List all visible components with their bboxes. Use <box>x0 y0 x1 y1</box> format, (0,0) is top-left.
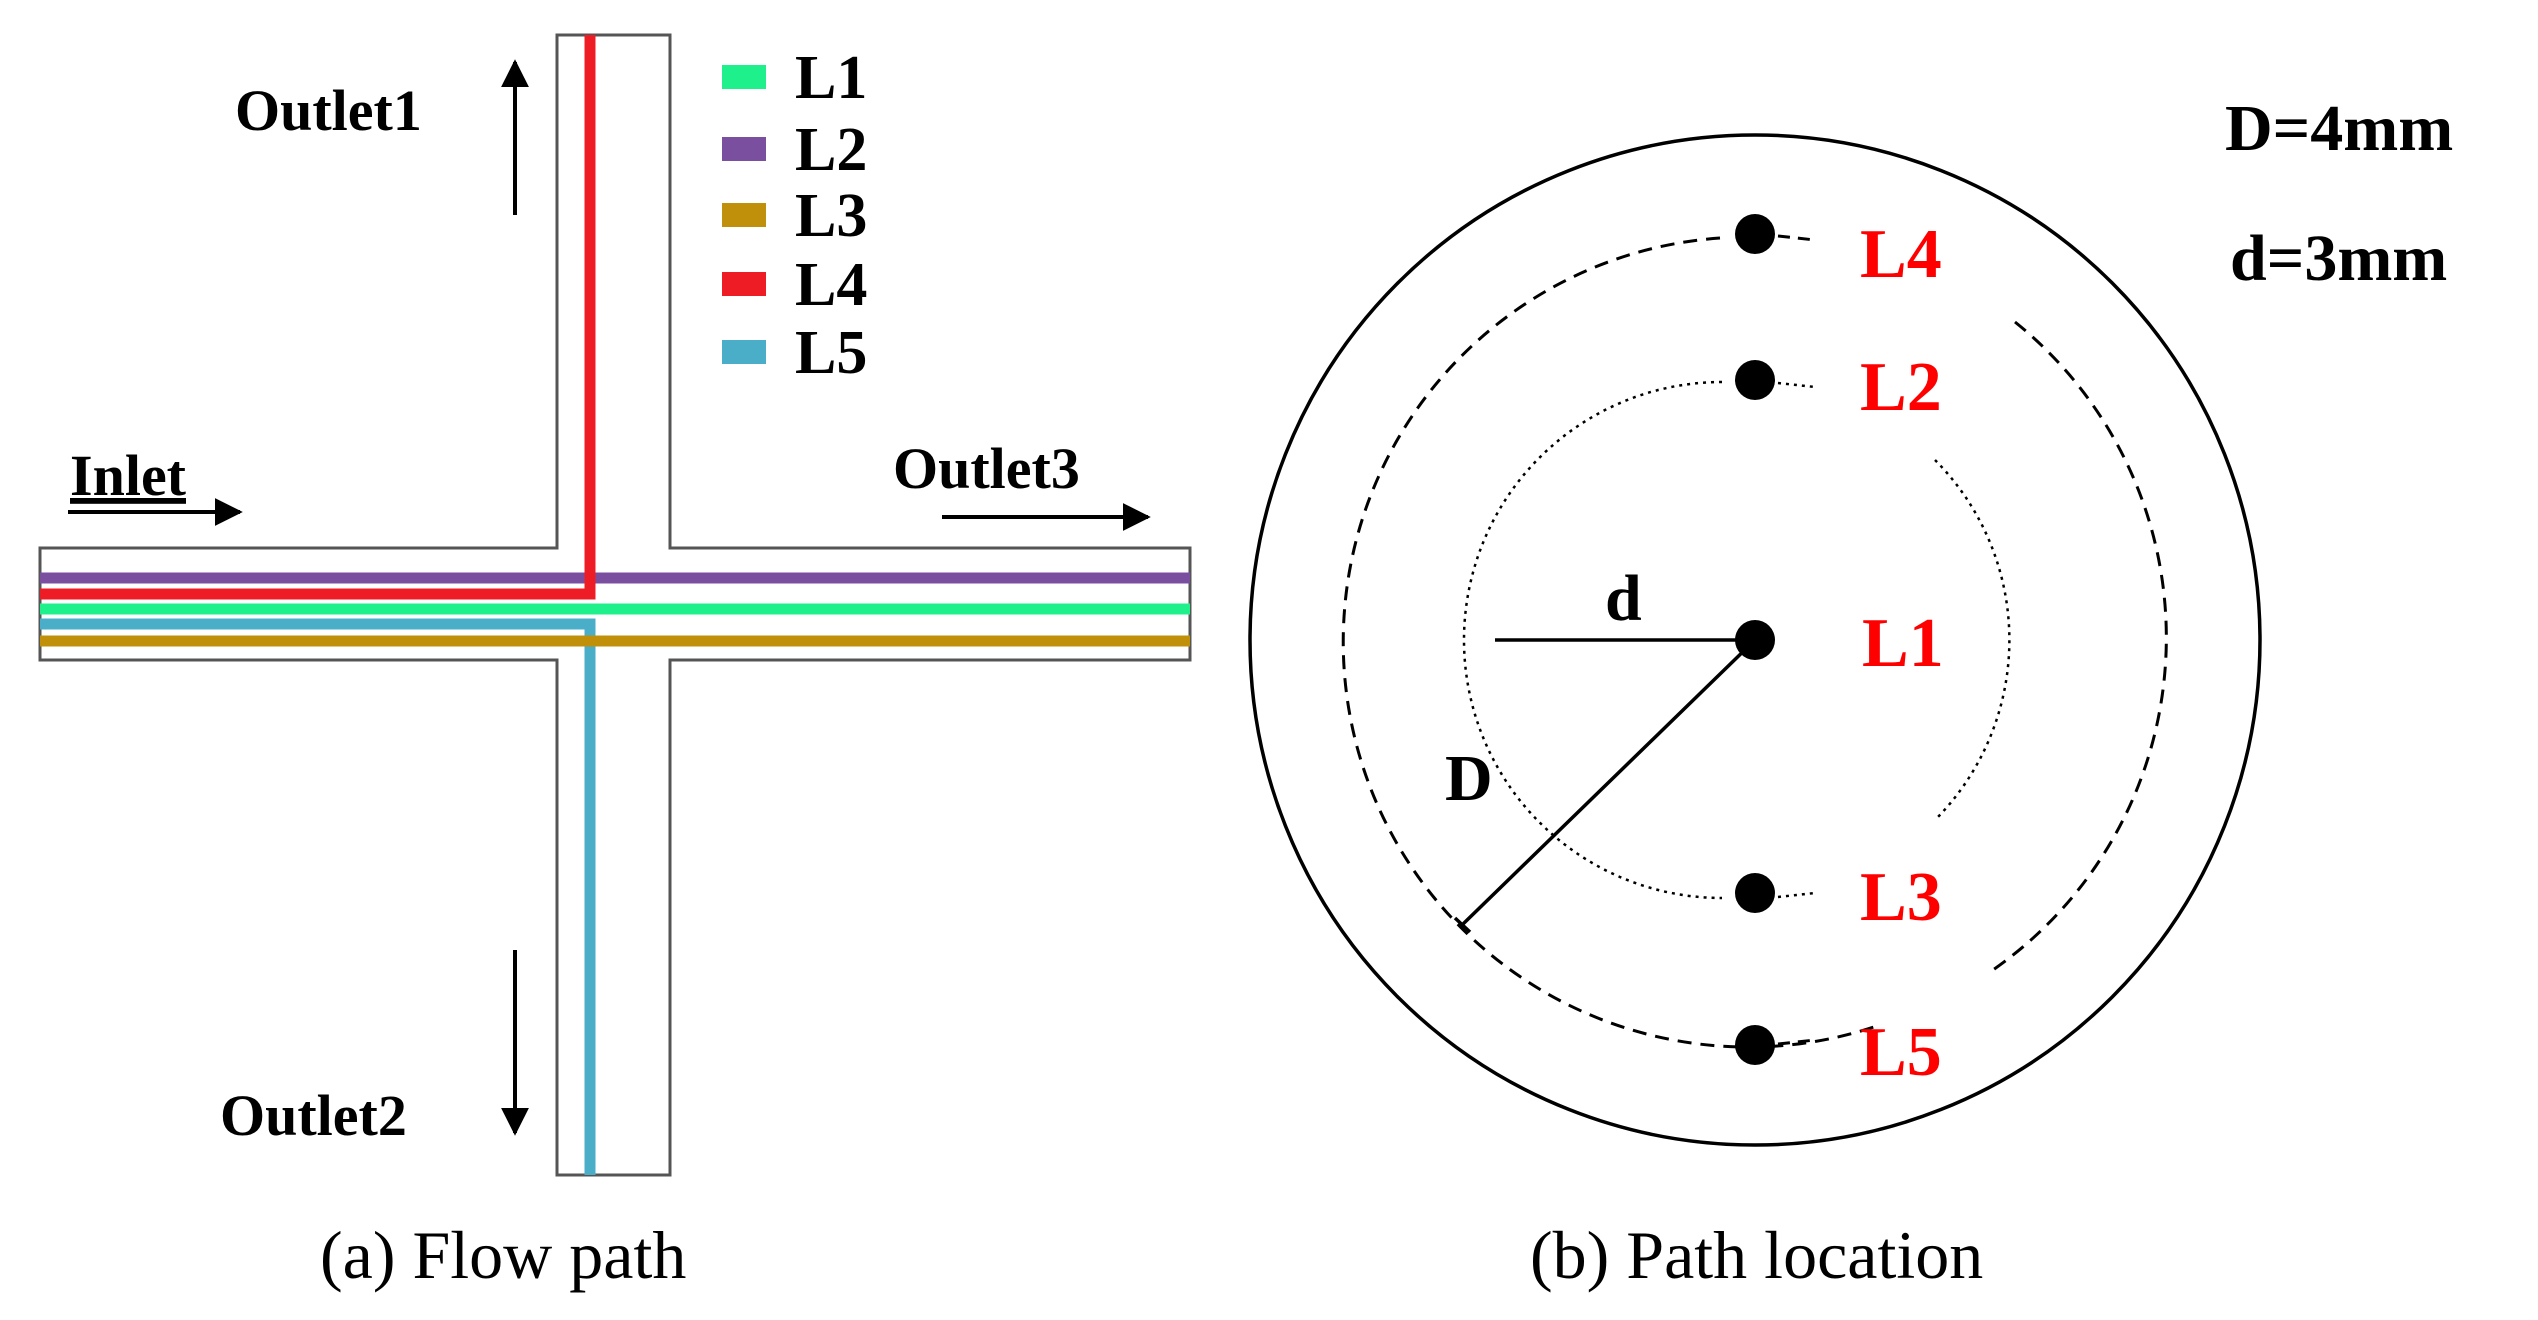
legend-swatch-l3 <box>722 203 766 227</box>
dimension-big-d: D=4mm <box>2225 92 2453 165</box>
outer-circle <box>1248 133 2262 1147</box>
point-l1 <box>1735 620 1775 660</box>
point-l2 <box>1735 360 1775 400</box>
legend-swatch-l4 <box>722 272 766 296</box>
d-big-radius-line <box>1460 638 1757 927</box>
point-l5 <box>1735 1025 1775 1065</box>
flow-line-l4 <box>40 35 596 600</box>
legend-label-l1: L1 <box>795 44 867 112</box>
point-l4 <box>1735 214 1775 254</box>
point-l3 <box>1735 873 1775 913</box>
point-label-l4: L4 <box>1860 216 1942 293</box>
caption-b: (b) Path location <box>1530 1217 1983 1293</box>
legend-label-l2: L2 <box>795 116 867 184</box>
legend-swatch-l2 <box>722 137 766 161</box>
outlet2-label: Outlet2 <box>220 1083 407 1148</box>
point-label-l5: L5 <box>1860 1014 1942 1091</box>
point-label-l3: L3 <box>1860 859 1942 936</box>
legend-swatch-l1 <box>722 65 766 89</box>
caption-a: (a) Flow path <box>320 1217 686 1293</box>
flow-line-l5 <box>40 618 596 1175</box>
dimension-small-d: d=3mm <box>2230 222 2447 295</box>
point-label-l1: L1 <box>1862 605 1944 682</box>
inlet-label: Inlet <box>70 443 187 508</box>
d-small-dotted-stub-bottom <box>1777 891 1816 899</box>
d-small-dotted-stub-top <box>1777 381 1816 389</box>
d-big-dashed-stub-top <box>1777 234 1816 242</box>
outlet3-label: Outlet3 <box>893 436 1080 501</box>
outlet1-label: Outlet1 <box>235 78 422 143</box>
d-big-radius-tick <box>1453 916 1472 934</box>
legend-label-l3: L3 <box>795 182 867 250</box>
panel-b: d D L4 L2 L1 L3 L5 D=4mm d=3mm (b) Path … <box>1248 92 2453 1293</box>
d-big-dashed-circle <box>1341 236 1878 1049</box>
legend-label-l4: L4 <box>795 251 867 319</box>
d-big-dashed-circle-right-arc <box>1989 320 2168 974</box>
cross-channel-outline <box>38 33 1192 1177</box>
legend-label-l5: L5 <box>795 319 867 387</box>
radius-label-big: D <box>1445 742 1493 815</box>
legend-swatch-l5 <box>722 340 766 364</box>
d-big-dashed-stub-bottom <box>1777 1038 1816 1046</box>
d-small-dotted-circle-right-arc <box>1934 459 2011 821</box>
radius-label-small: d <box>1605 562 1642 635</box>
panel-a: Outlet1 Outlet2 Inlet Outlet3 L1 L2 L3 L… <box>38 33 1192 1293</box>
point-label-l2: L2 <box>1860 349 1942 426</box>
legend: L1 L2 L3 L4 L5 <box>722 44 867 387</box>
